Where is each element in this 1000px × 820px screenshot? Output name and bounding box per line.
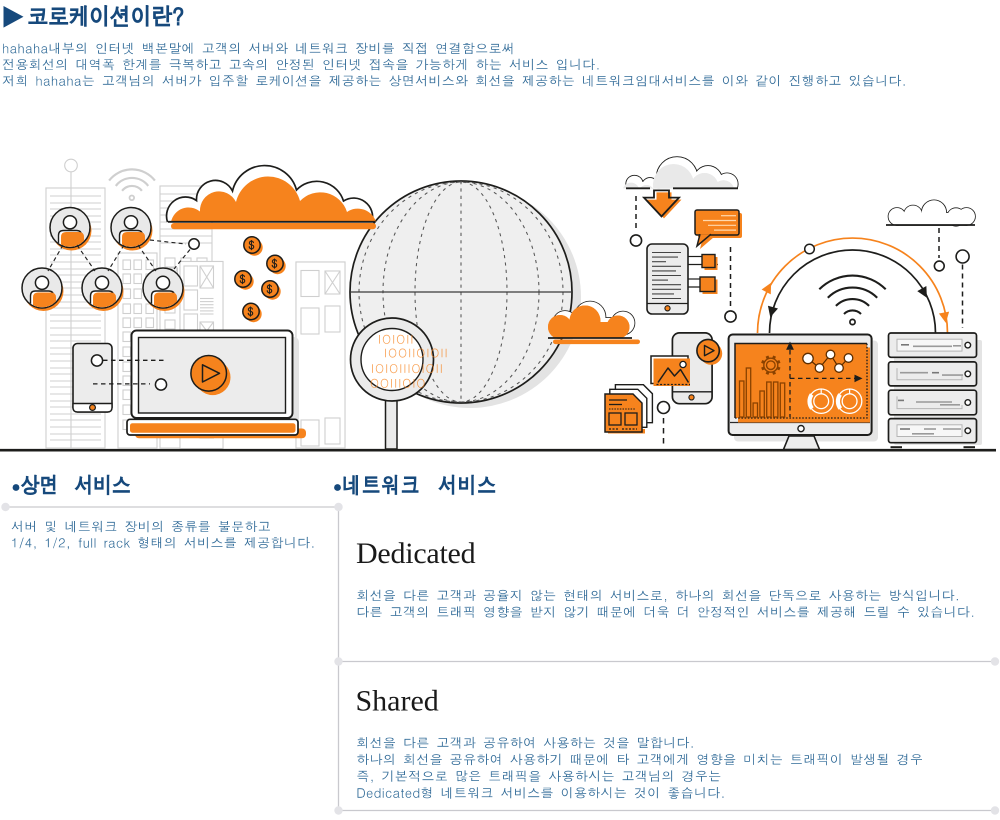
svg-text:Dedicated: Dedicated xyxy=(356,537,476,570)
svg-text:Shared: Shared xyxy=(356,685,439,718)
